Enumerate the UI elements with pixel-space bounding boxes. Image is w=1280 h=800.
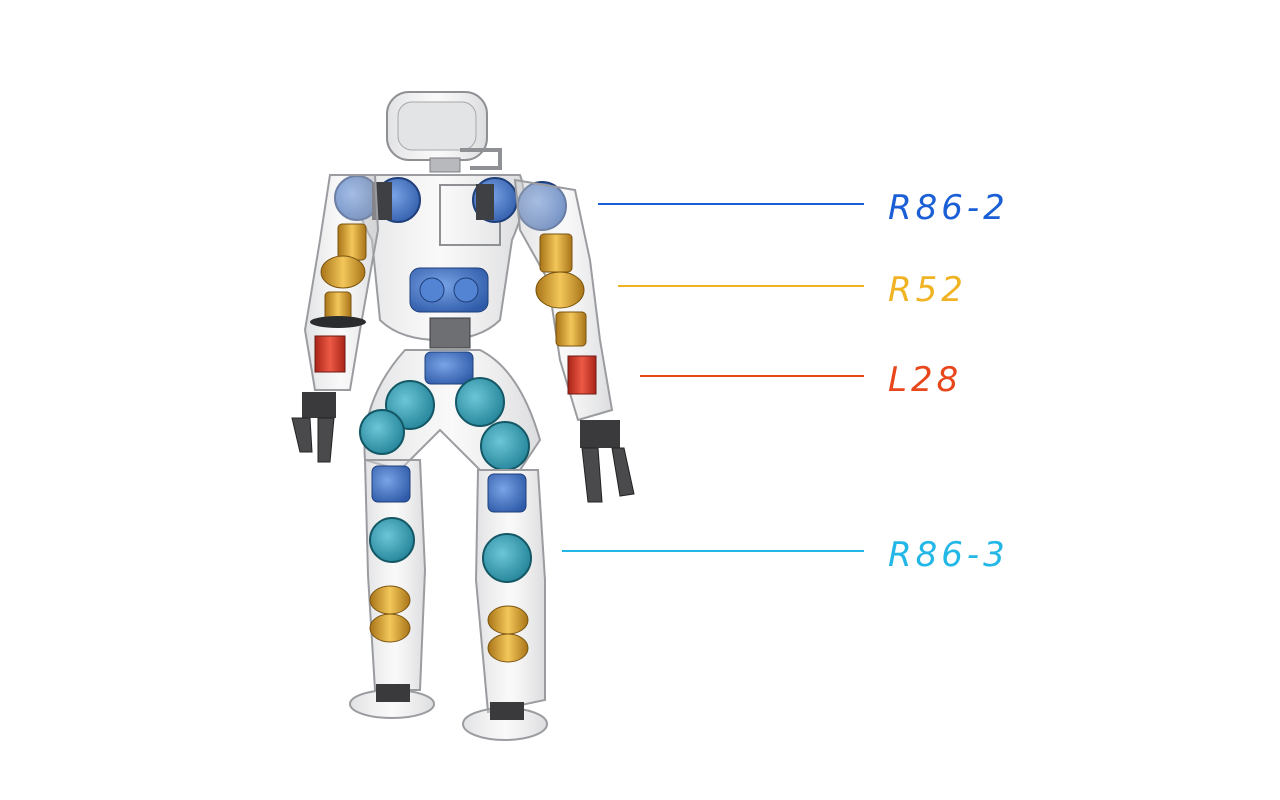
callout-line-r86-2	[598, 203, 864, 205]
callout-line-r86-3	[562, 550, 864, 552]
left-arm	[291, 174, 380, 463]
robot-pelvis	[359, 349, 542, 472]
callout-label-r52: R52	[888, 270, 967, 310]
right-gripper	[580, 420, 635, 503]
callout-label-r86-3: R86-3	[888, 535, 1009, 575]
left-gripper	[291, 392, 336, 463]
callout-line-r52	[618, 285, 864, 287]
robot-head	[386, 91, 502, 173]
callout-label-r86-2: R86-2	[888, 188, 1009, 228]
callout-line-l28	[640, 375, 864, 377]
right-leg	[462, 469, 548, 741]
left-leg	[349, 459, 435, 719]
callout-label-l28: L28	[888, 360, 963, 400]
right-arm	[513, 178, 635, 503]
torso-actuator-blue	[409, 267, 489, 313]
